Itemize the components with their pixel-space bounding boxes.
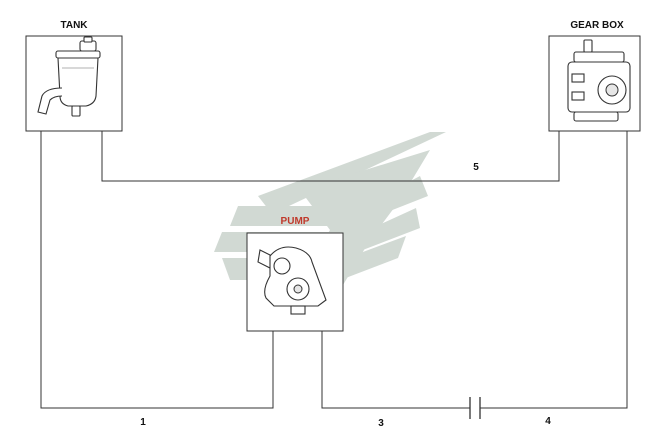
gearbox-label: GEAR BOX	[570, 20, 624, 31]
pump-component: PUMP	[246, 216, 344, 332]
line-label-3: 3	[378, 418, 384, 429]
hose-1	[40, 131, 274, 409]
line-label-4: 4	[545, 416, 551, 427]
tank-component: TANK	[25, 20, 123, 132]
steering-gearbox-icon	[567, 39, 631, 122]
line-label-5: 5	[473, 162, 479, 173]
reservoir-tank-icon	[37, 36, 101, 117]
hose-5	[101, 131, 560, 182]
gearbox-component: GEAR BOX	[548, 20, 641, 132]
hose-3	[321, 331, 470, 409]
tank-label: TANK	[60, 20, 88, 31]
pump-label: PUMP	[281, 216, 310, 227]
power-steering-pump-icon	[257, 246, 327, 315]
hose-4	[480, 131, 628, 409]
line-label-1: 1	[140, 417, 146, 428]
